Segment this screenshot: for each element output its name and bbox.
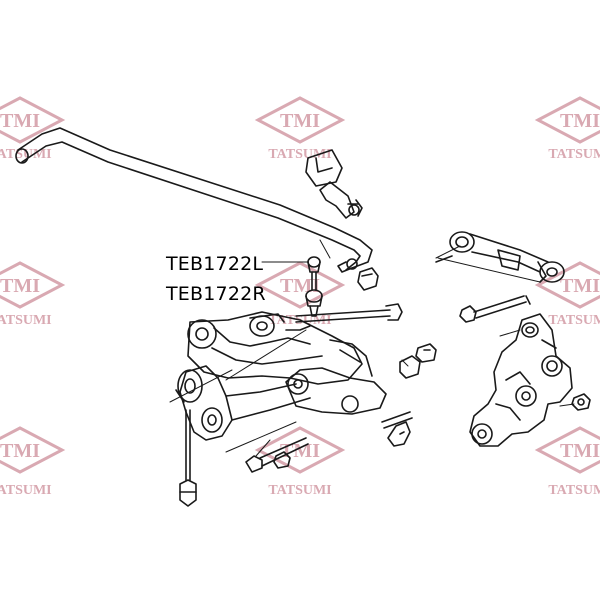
watermark-brand: TATSUMI [0, 313, 52, 328]
watermark-logo: TMI [0, 96, 66, 144]
knuckle-nut [571, 393, 591, 411]
vertical-bolt [179, 409, 197, 507]
toe-link [285, 339, 387, 415]
upper-arm [435, 231, 565, 283]
watermark-brand: TATSUMI [548, 147, 600, 162]
watermark-logo: TMI [254, 96, 346, 144]
stabilizer-bushing [305, 149, 363, 219]
watermark-logo: TMI [0, 261, 66, 309]
svg-text:TMI: TMI [560, 110, 600, 132]
watermark-logo: TMI [534, 96, 600, 144]
watermark-brand: TATSUMI [0, 483, 52, 498]
lower-bolt [225, 421, 309, 473]
leader-lines [169, 239, 575, 457]
watermark-logo: TMI [0, 426, 66, 474]
knuckle [469, 313, 573, 447]
lower-arm [175, 365, 311, 441]
stabilizer-link [289, 256, 323, 317]
part-label-right: TEB1722R [166, 283, 266, 305]
long-bolt [459, 295, 531, 323]
watermark-brand: TATSUMI [548, 483, 600, 498]
svg-text:TMI: TMI [560, 440, 600, 462]
flange-nut [357, 267, 379, 291]
watermark-brand: TATSUMI [268, 483, 331, 498]
stabilizer-bar [15, 127, 373, 273]
part-label-left: TEB1722L [166, 253, 264, 275]
watermark-brand: TATSUMI [548, 313, 600, 328]
svg-text:TMI: TMI [280, 110, 320, 132]
svg-text:TMI: TMI [0, 110, 40, 132]
watermark-logo: TMI [534, 261, 600, 309]
svg-text:TMI: TMI [0, 275, 40, 297]
svg-text:TMI: TMI [560, 275, 600, 297]
arm-bolts [295, 303, 437, 447]
svg-text:TMI: TMI [0, 440, 40, 462]
watermark-logo: TMI [534, 426, 600, 474]
